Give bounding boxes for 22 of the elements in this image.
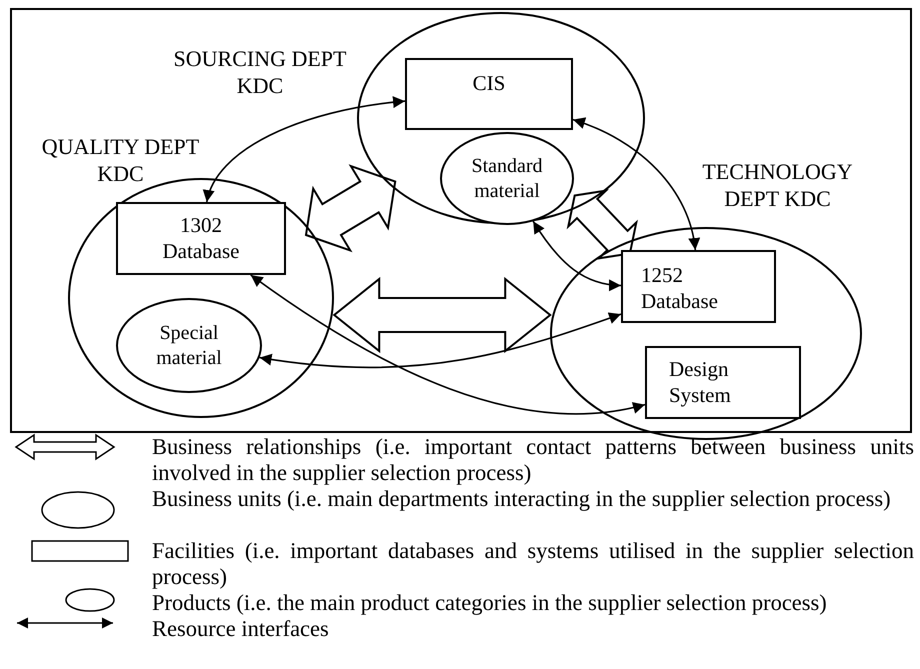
department-label: QUALITY DEPT KDC [40,133,200,187]
department-label: SOURCING DEPT KDC [172,45,348,99]
product-ellipse: Special material [116,298,262,393]
double-headed-arrow [259,312,622,368]
double-headed-arrow [572,118,700,250]
department-label: TECHNOLOGY DEPT KDC [701,158,854,212]
double-headed-arrow [250,274,646,415]
block-double-arrow [332,276,552,354]
legend-text: Business relationships (i.e. important contact patterns between business units involved in the supplier selection process) [152,434,914,486]
facility-box: CIS [405,58,573,130]
legend-text: Products (i.e. the main product categories in the supplier selection process) [152,590,828,616]
legend-text: Business units (i.e. main departments interacting in the supplier selection process) [152,486,892,512]
double-headed-arrow [204,96,406,202]
block-double-arrow [304,164,396,252]
facility-box: 1302 Database [116,202,286,275]
facility-box: Design System [645,346,801,419]
product-ellipse: Standard material [440,132,574,225]
facility-box: 1252 Database [621,250,776,323]
legend-text: Resource interfaces [152,616,330,642]
legend-text: Facilities (i.e. important databases and systems utilised in the supplier selection process) [152,538,914,590]
block-double-arrow [566,189,638,260]
double-headed-arrow [532,220,622,291]
